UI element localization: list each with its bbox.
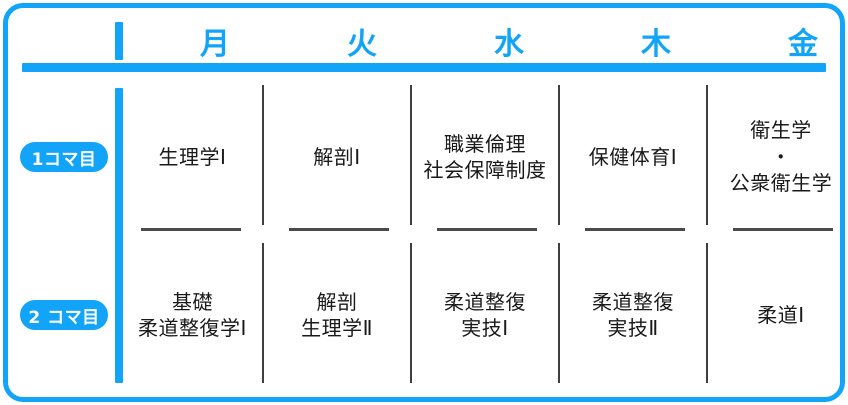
column-divider-3-top [558,85,560,225]
cell-period1-thursday: 保健体育Ⅰ [588,144,678,169]
header-divider-tick [115,22,123,60]
cell-period1-tuesday: 解剖Ⅰ [313,144,361,169]
cell-period2-friday: 柔道Ⅰ [757,302,805,327]
period-column-divider [115,88,123,383]
weekday-header-row: 月 火 水 木 金 [20,18,828,64]
cell-period1-friday: 衛生学 ・ 公衆衛生学 [729,118,833,196]
header-corner-cell [20,18,142,64]
period-badge-2: 2 コマ目 [20,300,108,330]
column-divider-4-bottom [706,243,708,383]
cell-period1-wednesday: 職業倫理 社会保障制度 [423,131,547,182]
column-divider-1-bottom [262,243,264,383]
cell-period2-thursday: 柔道整復 実技Ⅱ [592,289,674,340]
row-separator-monday [141,228,241,231]
row-separator-wednesday [437,228,537,231]
header-underline-rule [22,63,826,72]
cell-period2-monday: 基礎 柔道整復学Ⅰ [138,289,247,340]
header-day-friday: 金 [788,27,819,62]
column-divider-3-bottom [558,243,560,383]
row-separator-friday [733,228,833,231]
header-day-thursday: 木 [641,27,672,62]
row-separator-tuesday [289,228,389,231]
header-day-wednesday: 水 [494,27,525,62]
column-divider-4-top [706,85,708,225]
header-day-tuesday: 火 [347,27,378,62]
column-divider-2-bottom [410,243,412,383]
column-divider-1-top [262,85,264,225]
cell-period2-tuesday: 解剖 生理学Ⅱ [301,289,373,340]
cell-period2-wednesday: 柔道整復 実技Ⅰ [444,289,526,340]
cell-period1-monday: 生理学Ⅰ [158,144,227,169]
column-divider-2-top [410,85,412,225]
period-badge-1: 1コマ目 [20,142,108,172]
schedule-body-grid: 1コマ目 2 コマ目 生理学Ⅰ 解剖Ⅰ 職業倫理 社会保障制度 保健体育Ⅰ 衛生… [20,85,833,383]
header-day-monday: 月 [200,27,231,62]
row-separator-thursday [585,228,685,231]
